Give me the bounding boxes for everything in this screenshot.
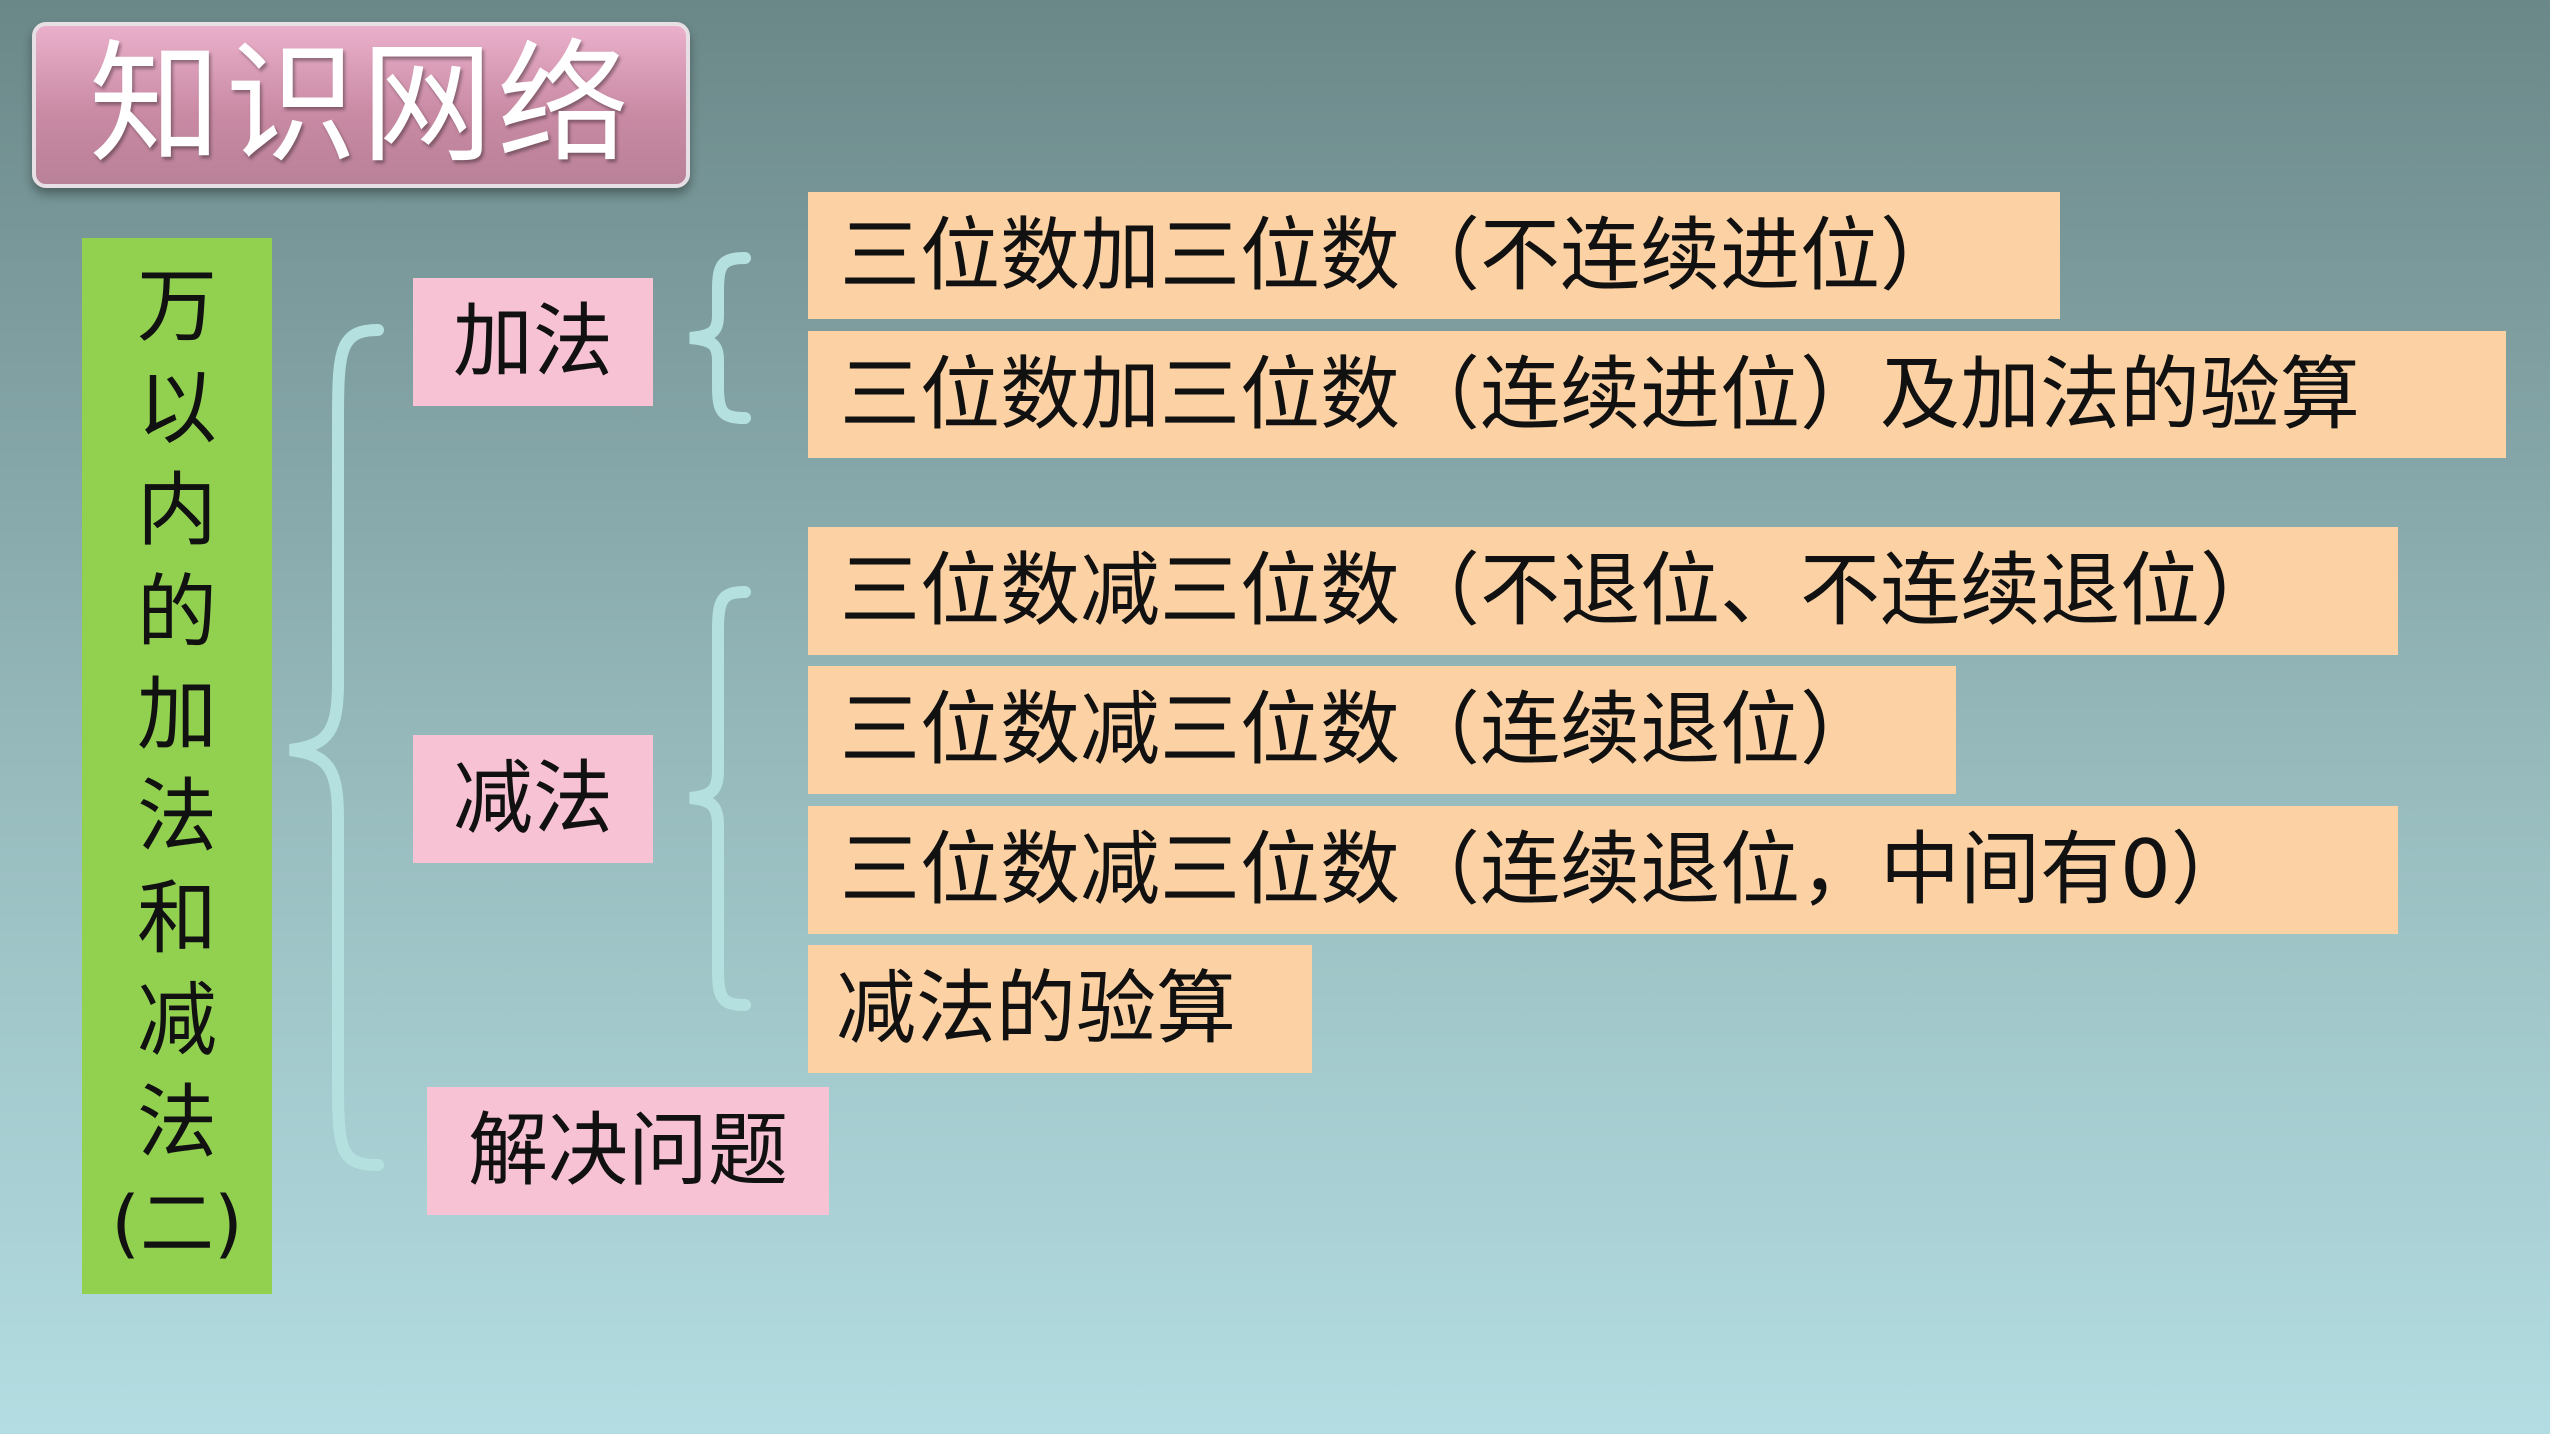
root-topic-char: 万: [137, 260, 217, 353]
root-topic-box: 万 以 内 的 加 法 和 减 法 (二): [82, 238, 272, 1294]
root-topic-char: 加: [137, 668, 217, 761]
category-addition: 加法: [413, 278, 653, 406]
root-topic-char: 减: [137, 974, 217, 1067]
root-topic-char: 的: [137, 566, 217, 659]
category-problem-solving: 解决问题: [427, 1087, 829, 1215]
page-title: 知识网络: [89, 28, 633, 182]
title-banner: 知识网络: [32, 22, 690, 188]
subtraction-item: 三位数减三位数（不退位、不连续退位）: [808, 527, 2398, 655]
addition-item: 三位数加三位数（连续进位）及加法的验算: [808, 331, 2506, 458]
root-topic-char: 内: [137, 464, 217, 557]
subtraction-item: 减法的验算: [808, 945, 1312, 1073]
addition-item: 三位数加三位数（不连续进位）: [808, 192, 2060, 319]
category-subtraction: 减法: [413, 735, 653, 863]
subtraction-item: 三位数减三位数（连续退位）: [808, 666, 1956, 794]
subtraction-item: 三位数减三位数（连续退位，中间有0）: [808, 806, 2398, 934]
root-topic-char: 和: [137, 872, 217, 965]
addition-brace: [689, 252, 751, 424]
root-topic-char: 以: [137, 362, 217, 455]
root-brace: [289, 324, 384, 1171]
root-topic-char: 法: [137, 1076, 217, 1169]
subtraction-brace: [689, 586, 751, 1011]
root-topic-char: 法: [137, 770, 217, 863]
root-topic-paren: (二): [111, 1181, 243, 1267]
